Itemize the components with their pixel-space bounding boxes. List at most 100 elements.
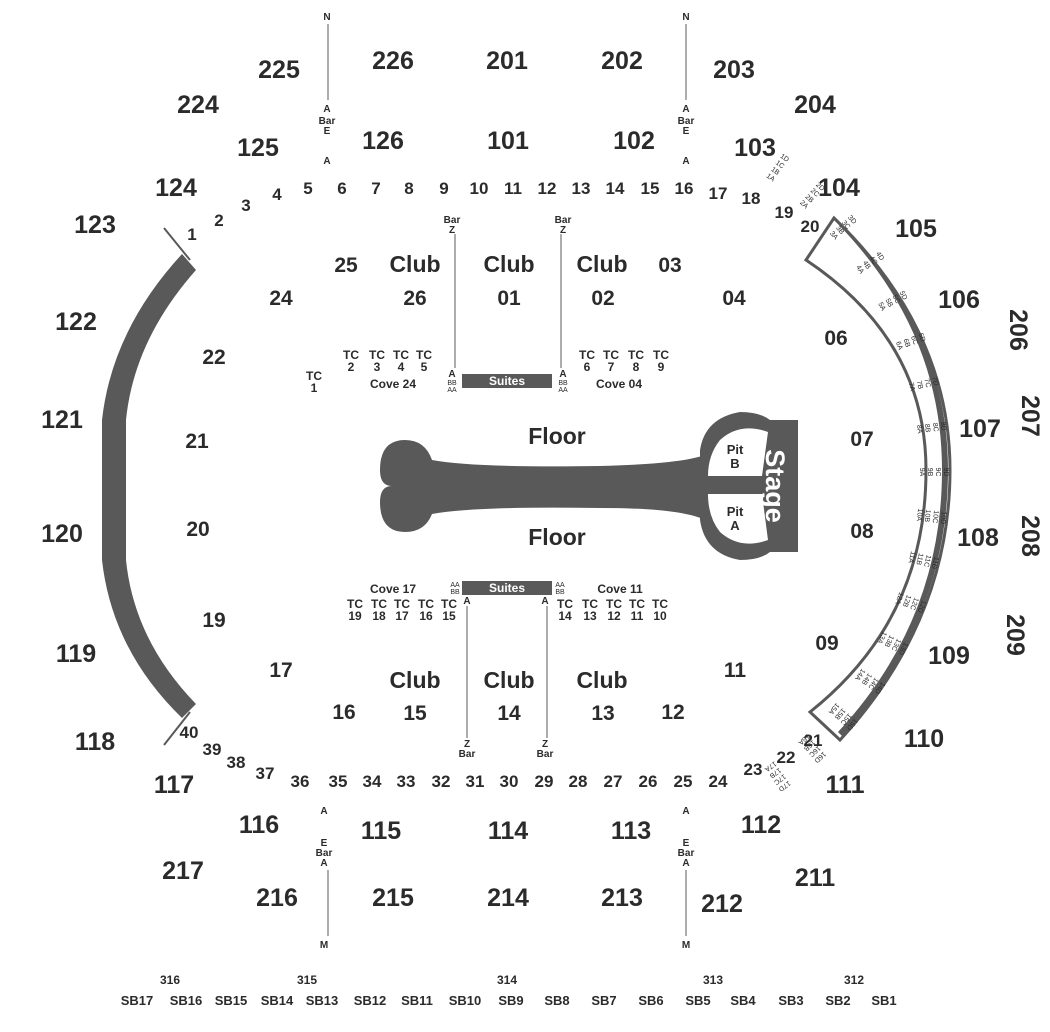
tc-bottom-left-tc-18[interactable]: TC — [371, 597, 387, 611]
section-07[interactable]: 07 — [850, 428, 873, 451]
band-row-7D[interactable]: 7D — [930, 376, 939, 386]
band-row-1A[interactable]: 1A — [765, 173, 776, 184]
band-row-6B[interactable]: 6B — [902, 338, 912, 349]
band-row-5A[interactable]: 5A — [876, 301, 886, 312]
suite-box-SB15[interactable]: SB15 — [215, 993, 248, 1008]
section-119[interactable]: 119 — [56, 640, 96, 668]
band-row-12C[interactable]: 12C — [908, 596, 919, 610]
band-row-2C[interactable]: 2C — [809, 187, 820, 198]
band-row-10C[interactable]: 10C — [931, 510, 939, 524]
cove-label-3[interactable]: Cove 17 — [370, 582, 416, 596]
section-13[interactable]: 13 — [591, 702, 614, 725]
tc-top-left-tc-3[interactable]: TC — [369, 348, 385, 362]
band-row-3D[interactable]: 3D — [846, 214, 857, 225]
band-row-12B[interactable]: 12B — [901, 594, 912, 608]
section-126[interactable]: 126 — [362, 127, 404, 155]
section-211[interactable]: 211 — [795, 864, 835, 892]
suite-box-SB5[interactable]: SB5 — [685, 993, 710, 1008]
row-bottom-22[interactable]: 22 — [777, 748, 796, 767]
section-19[interactable]: 19 — [202, 609, 225, 632]
section-111[interactable]: 111 — [826, 771, 865, 799]
section-103[interactable]: 103 — [734, 134, 776, 162]
suite-box-SB17[interactable]: SB17 — [121, 993, 154, 1008]
suite-box-SB10[interactable]: SB10 — [449, 993, 482, 1008]
row-top-9[interactable]: 9 — [439, 179, 448, 198]
row-bottom-39[interactable]: 39 — [203, 740, 222, 759]
band-row-9B[interactable]: 9B — [926, 468, 933, 477]
row-top-19[interactable]: 19 — [775, 203, 794, 222]
band-row-2D[interactable]: 2D — [814, 182, 825, 193]
row-bottom-40[interactable]: 40 — [180, 723, 199, 742]
row-bottom-31[interactable]: 31 — [466, 772, 485, 791]
suites-label-top[interactable]: Suites — [489, 374, 525, 388]
band-row-1C[interactable]: 1C — [774, 160, 785, 171]
section-122[interactable]: 122 — [55, 308, 97, 336]
tc-bottom-left-tc-17[interactable]: TC — [394, 597, 410, 611]
section-125[interactable]: 125 — [237, 134, 279, 162]
band-row-4A[interactable]: 4A — [854, 264, 865, 275]
band-row-4B[interactable]: 4B — [861, 260, 872, 271]
section-116[interactable]: 116 — [239, 811, 279, 839]
section-11[interactable]: 11 — [724, 659, 747, 682]
section-314[interactable]: 314 — [497, 973, 517, 987]
section-22[interactable]: 22 — [202, 346, 225, 369]
section-114[interactable]: 114 — [488, 817, 528, 845]
band-row-6D[interactable]: 6D — [916, 332, 926, 343]
section-315[interactable]: 315 — [297, 973, 317, 987]
cove-label-4[interactable]: Cove 11 — [597, 582, 643, 596]
row-bottom-37[interactable]: 37 — [256, 764, 275, 783]
band-row-7B[interactable]: 7B — [915, 380, 924, 390]
band-row-9C[interactable]: 9C — [934, 468, 941, 477]
section-204[interactable]: 204 — [794, 91, 836, 119]
suite-box-SB4[interactable]: SB4 — [730, 993, 756, 1008]
band-row-11B[interactable]: 11B — [914, 552, 924, 566]
section-225[interactable]: 225 — [258, 56, 300, 84]
band-row-1D[interactable]: 1D — [779, 153, 790, 164]
band-row-4D[interactable]: 4D — [874, 251, 885, 262]
section-12[interactable]: 12 — [661, 701, 684, 724]
row-top-11[interactable]: 11 — [504, 179, 522, 198]
band-row-10B[interactable]: 10B — [923, 509, 931, 523]
suite-box-SB9[interactable]: SB9 — [498, 993, 523, 1008]
row-top-18[interactable]: 18 — [742, 189, 761, 208]
section-104[interactable]: 104 — [818, 174, 860, 202]
band-row-8A[interactable]: 8A — [915, 425, 923, 435]
row-bottom-34[interactable]: 34 — [363, 772, 382, 791]
band-row-11A[interactable]: 11A — [906, 550, 916, 564]
row-top-8[interactable]: 8 — [404, 179, 413, 198]
cove-label-2[interactable]: Cove 04 — [596, 377, 642, 391]
section-20[interactable]: 20 — [186, 518, 209, 541]
band-row-7A[interactable]: 7A — [907, 382, 916, 392]
section-312[interactable]: 312 — [844, 973, 864, 987]
suite-box-SB16[interactable]: SB16 — [170, 993, 203, 1008]
floor-label-bottom[interactable]: Floor — [528, 524, 586, 550]
section-217[interactable]: 217 — [162, 857, 204, 885]
row-top-4[interactable]: 4 — [272, 185, 282, 204]
tc-bottom-right-tc-12[interactable]: TC — [606, 597, 622, 611]
section-115[interactable]: 115 — [361, 817, 401, 845]
suite-box-SB6[interactable]: SB6 — [638, 993, 663, 1008]
band-row-3B[interactable]: 3B — [834, 225, 845, 236]
band-row-5B[interactable]: 5B — [884, 298, 894, 309]
section-206[interactable]: 206 — [1004, 309, 1032, 351]
row-top-13[interactable]: 13 — [572, 179, 591, 198]
section-24[interactable]: 24 — [269, 287, 293, 310]
band-row-7C[interactable]: 7C — [922, 378, 931, 388]
tc-bottom-left-tc-15[interactable]: TC — [441, 597, 457, 611]
section-207[interactable]: 207 — [1016, 395, 1044, 437]
section-02[interactable]: 02 — [591, 287, 614, 310]
tc-top-left-tc-4[interactable]: TC — [393, 348, 409, 362]
row-top-20[interactable]: 20 — [801, 217, 820, 236]
row-bottom-27[interactable]: 27 — [604, 772, 623, 791]
tc-bottom-right-tc-11[interactable]: TC — [629, 597, 645, 611]
section-105[interactable]: 105 — [895, 215, 937, 243]
section-120[interactable]: 120 — [41, 520, 83, 548]
row-bottom-21[interactable]: 21 — [804, 731, 823, 750]
suites-label-bottom[interactable]: Suites — [489, 581, 525, 595]
tc-top-left-tc-5[interactable]: TC — [416, 348, 432, 362]
suite-box-SB12[interactable]: SB12 — [354, 993, 387, 1008]
row-bottom-33[interactable]: 33 — [397, 772, 416, 791]
band-row-3A[interactable]: 3A — [828, 230, 839, 241]
row-top-1[interactable]: 1 — [187, 225, 196, 244]
cove-label-1[interactable]: Cove 24 — [370, 377, 416, 391]
